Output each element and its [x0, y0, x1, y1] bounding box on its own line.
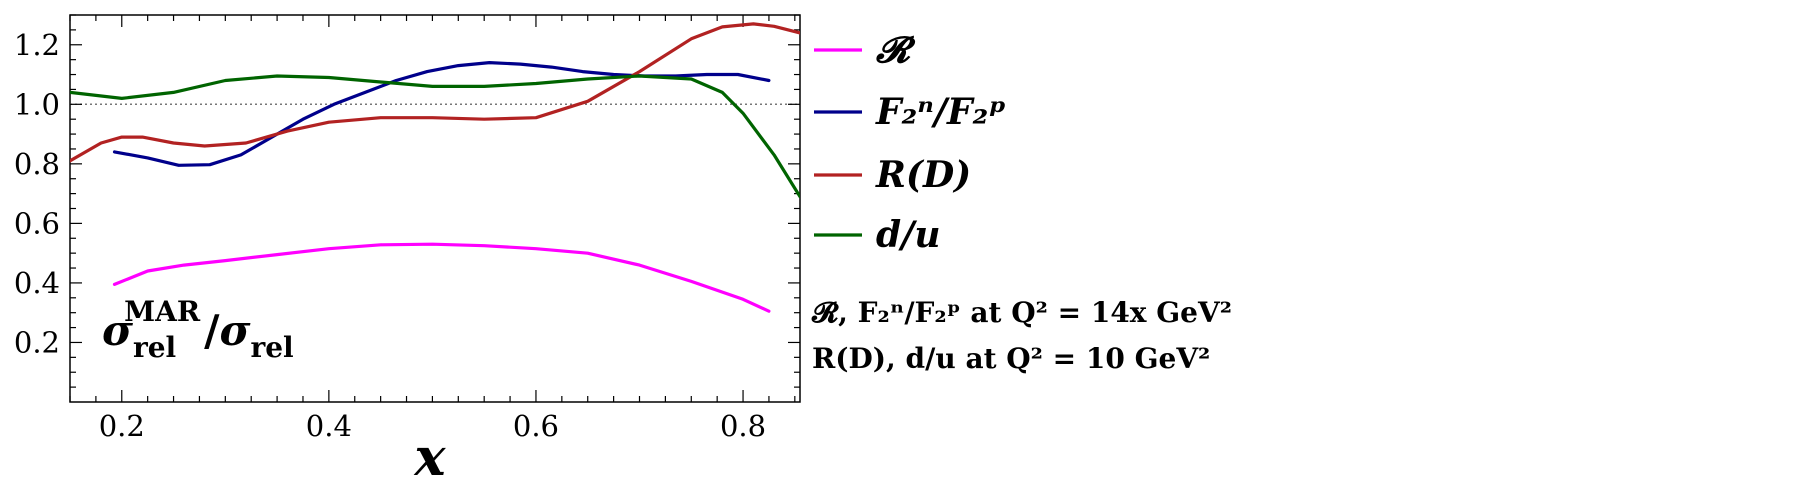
note-line-1: 𝓡, F₂ⁿ/F₂ᵖ at Q² = 14x GeV² [811, 296, 1232, 329]
panel-label-subscript: rel [133, 331, 176, 364]
y-axis-tick-labels: 0.2 0.4 0.6 0.8 1.0 1.2 [14, 28, 60, 360]
x-tick-label: 0.6 [513, 409, 559, 443]
x-axis-ticks [69, 15, 796, 402]
y-axis-ticks [70, 14, 800, 388]
panel-label-slash: / [204, 306, 220, 355]
y-tick-label: 0.4 [14, 266, 60, 300]
plot-frame [69, 14, 801, 403]
series-line-3 [70, 74, 800, 199]
legend-label-1: F₂ⁿ/F₂ᵖ [875, 91, 1006, 133]
series-line-2 [70, 22, 800, 163]
y-tick-label: 0.6 [14, 206, 60, 240]
note-line-2: R(D), d/u at Q² = 10 GeV² [812, 342, 1210, 375]
y-tick-label: 0.8 [14, 147, 60, 181]
y-tick-label: 1.0 [14, 87, 60, 121]
x-tick-label: 0.4 [306, 409, 352, 443]
x-axis-label: x [413, 427, 446, 488]
svg-text:σrelMAR/σrel: σrelMAR/σrel [102, 295, 294, 364]
series-line-0 [112, 242, 771, 313]
y-tick-label: 1.2 [14, 28, 60, 62]
series-lines [70, 22, 800, 313]
x-tick-label: 0.8 [720, 409, 766, 443]
panel-label-sigma-2: σ [220, 306, 251, 355]
x-tick-label: 0.2 [99, 409, 145, 443]
panel-label: σrelMAR/σrel [102, 295, 294, 364]
panel-label-sigma: σ [102, 306, 133, 355]
legend-label-3: d/u [876, 214, 941, 256]
panel-label-subscript-2: rel [250, 331, 293, 364]
y-tick-label: 0.2 [14, 325, 60, 359]
panel-label-superscript: MAR [124, 295, 201, 328]
legend-label-0: 𝓡 [875, 29, 916, 71]
legend-label-2: R(D) [875, 154, 971, 196]
x-axis-tick-labels: 0.2 0.4 0.6 0.8 [99, 409, 766, 443]
